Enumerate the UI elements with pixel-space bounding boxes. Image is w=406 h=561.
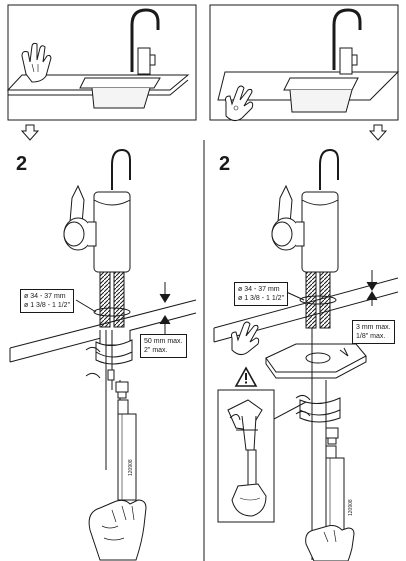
hole-diameter-label: ø 34 - 37 mm ø 1 3/8 - 1 1/2" xyxy=(234,282,289,306)
left-assembly xyxy=(9,148,197,561)
hand-ok-icon xyxy=(225,85,254,122)
warning-inset xyxy=(217,389,275,523)
step-number: 2 xyxy=(16,153,28,175)
arrow-down-icon xyxy=(20,124,40,141)
max-thickness-metric: 3 mm max. xyxy=(356,324,391,331)
hole-diameter-imperial: ø 1 3/8 - 1 1/2" xyxy=(24,302,71,309)
hand-pointing-icon xyxy=(21,42,52,83)
hole-diameter-metric: ø 34 - 37 mm xyxy=(238,286,280,293)
hole-diameter-label: ø 34 - 37 mm ø 1 3/8 - 1 1/2" xyxy=(20,289,75,313)
hand-ok-icon xyxy=(231,321,260,356)
hole-diameter-metric: ø 34 - 37 mm xyxy=(24,293,66,300)
max-thickness-label: 3 mm max. 1/8" max. xyxy=(352,320,395,344)
illustration-code: 120908 xyxy=(128,459,134,476)
warning-icon xyxy=(234,366,258,387)
hand-wrench-icon xyxy=(88,499,147,561)
arrow-down-icon xyxy=(368,124,388,141)
step-number: 2 xyxy=(219,153,231,175)
max-thickness-imperial: 1/8" max. xyxy=(356,333,386,340)
max-thickness-imperial: 2" max. xyxy=(144,347,168,354)
max-thickness-label: 50 mm max. 2" max. xyxy=(140,334,187,358)
illustration-code: 120908 xyxy=(348,499,354,516)
top-left-frame xyxy=(6,4,197,121)
top-right-frame xyxy=(209,4,400,122)
hand-wrench-icon xyxy=(305,525,355,561)
max-thickness-metric: 50 mm max. xyxy=(144,338,183,345)
right-assembly xyxy=(213,148,399,561)
hole-diameter-imperial: ø 1 3/8 - 1 1/2" xyxy=(238,295,285,302)
